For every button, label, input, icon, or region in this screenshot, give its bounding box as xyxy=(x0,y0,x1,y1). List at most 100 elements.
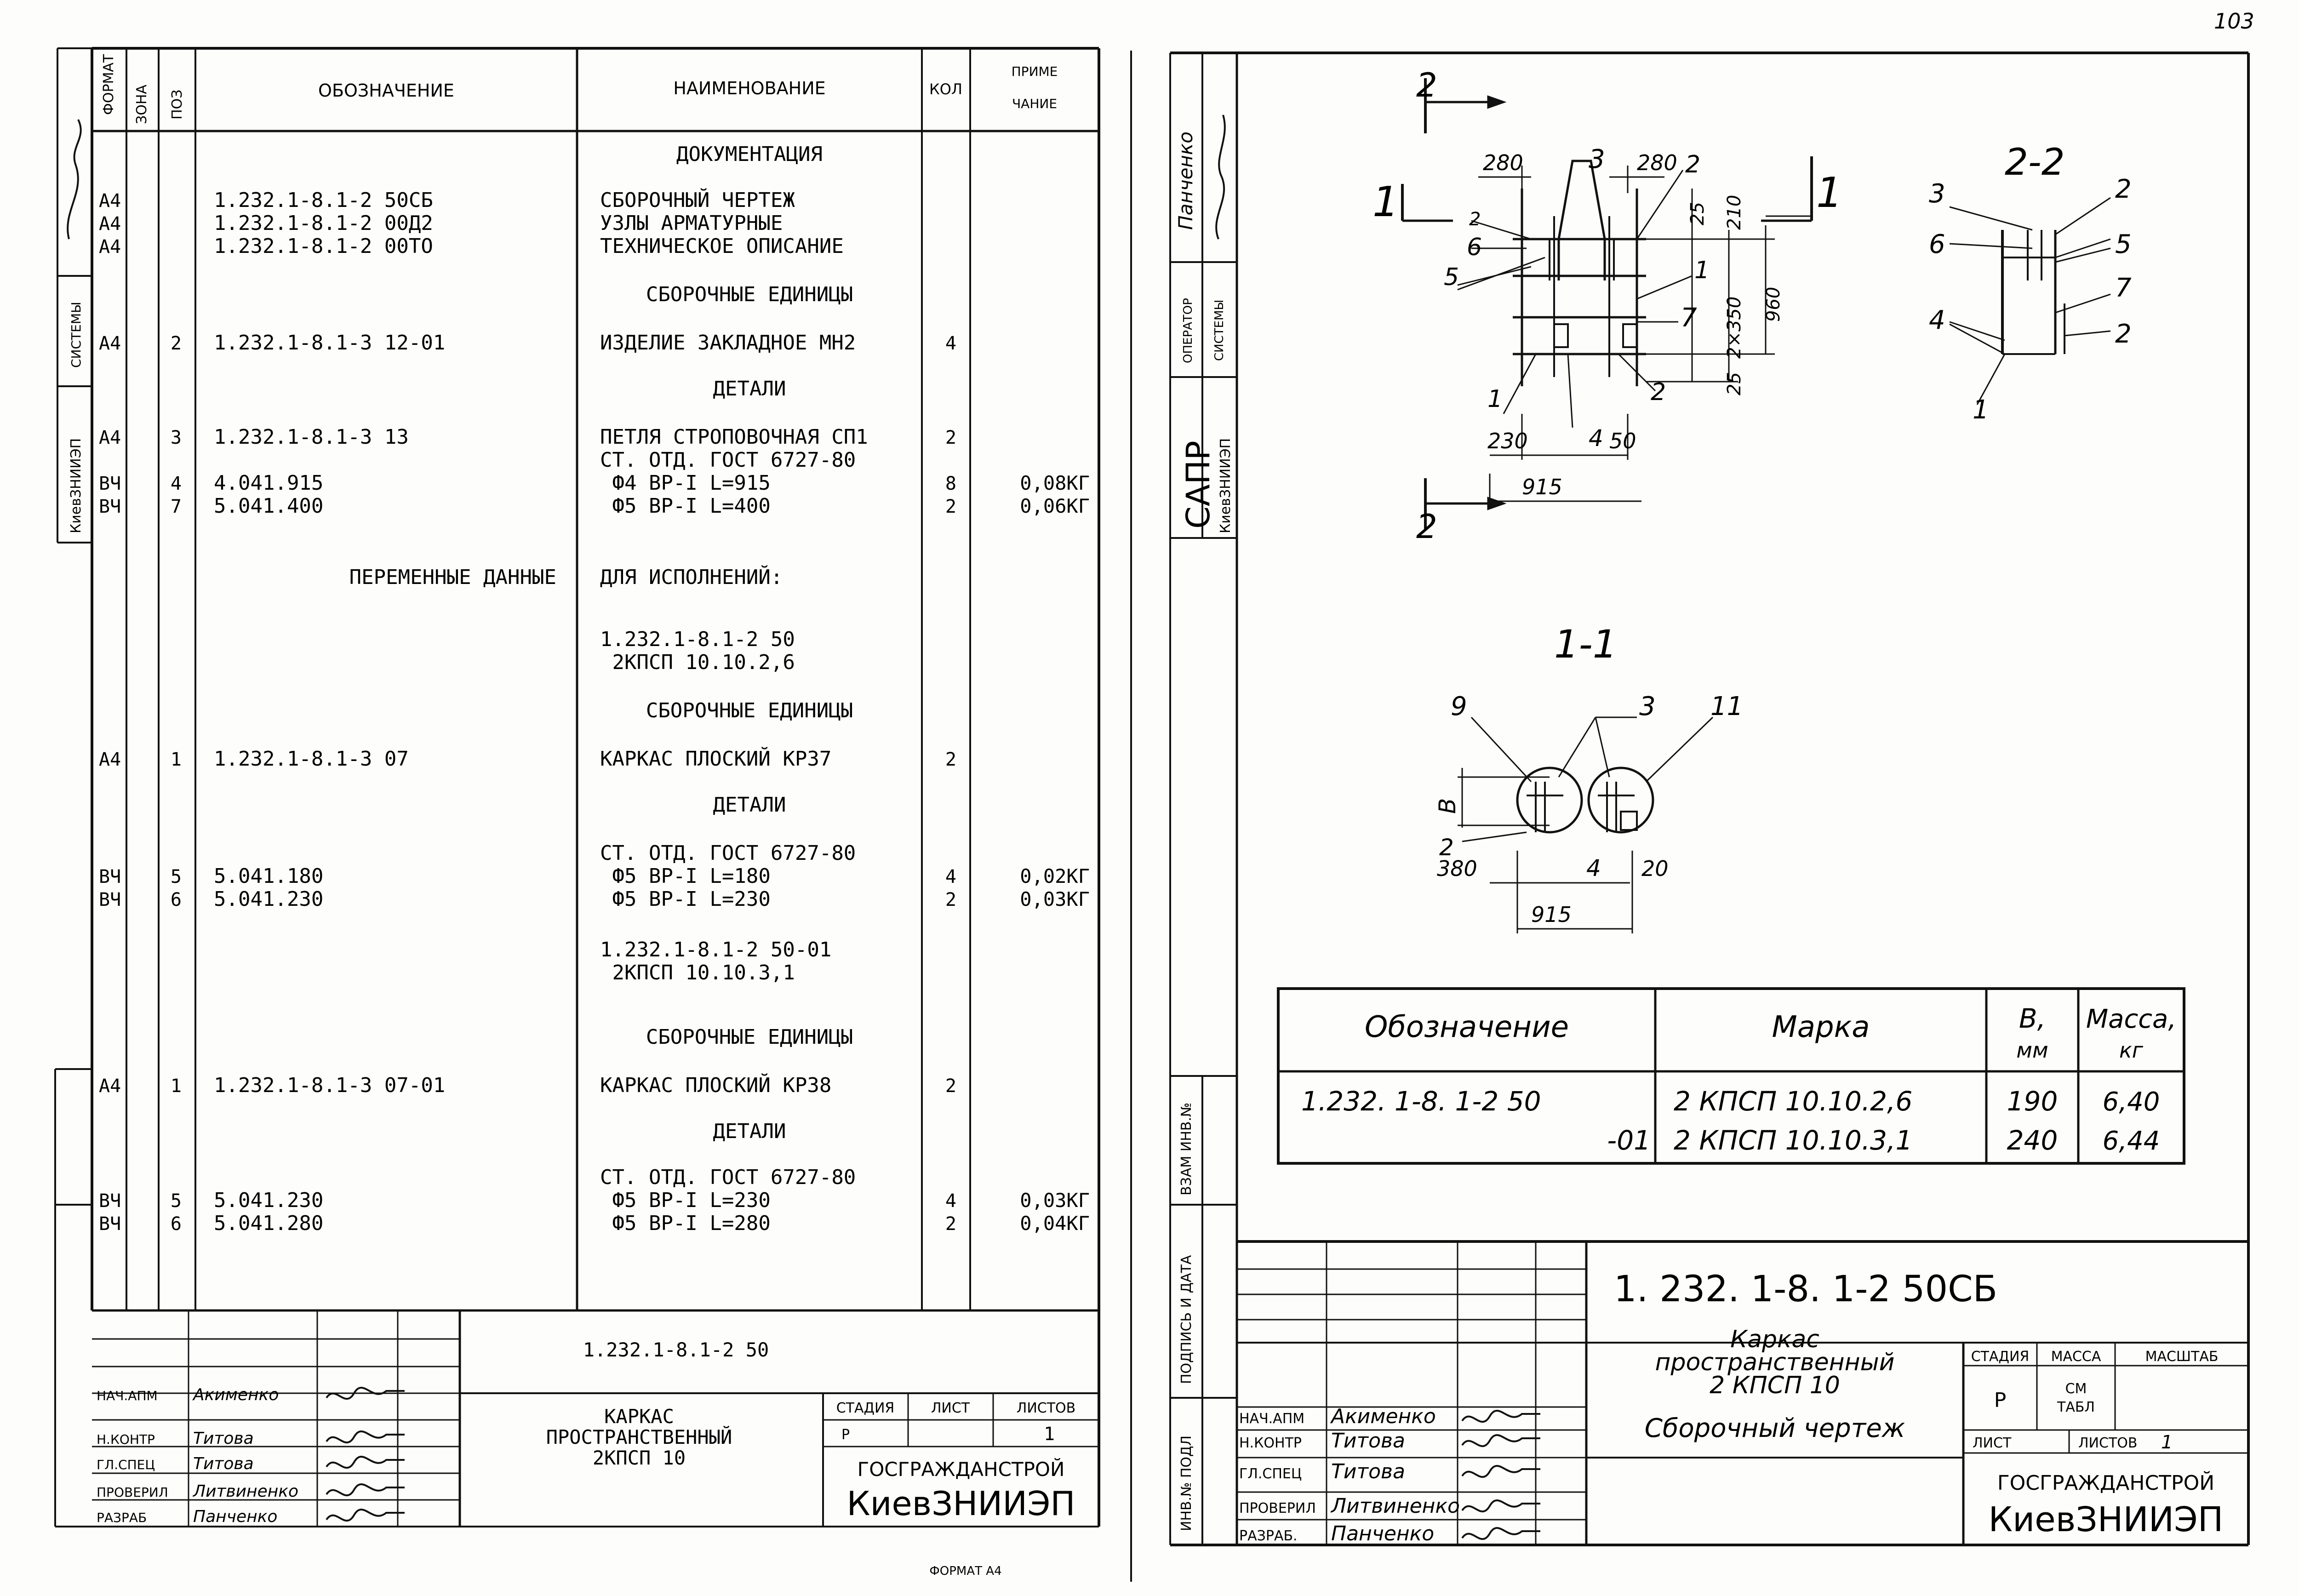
signature-scribble xyxy=(326,1483,405,1497)
leader-2-main-top: 2 xyxy=(1685,151,1700,178)
leader-6-s22: 6 xyxy=(1929,229,1945,259)
left-title-block: 1.232.1-8.1-2 50 КАРКАС ПРОСТРАНСТВЕННЫЙ… xyxy=(92,1309,1099,1578)
dim-B: В xyxy=(1434,798,1461,814)
leader-1-s22: 1 xyxy=(1973,395,1989,425)
format-label: ФОРМАТ А4 xyxy=(929,1564,1001,1578)
spec-row-designation: 1.232.1-8.1-2 00Д2 xyxy=(214,212,433,235)
spec-row-note: 0,02КГ xyxy=(1020,865,1090,887)
spec-section-heading: ДОКУМЕНТАЦИЯ xyxy=(676,143,823,166)
signature-scribble xyxy=(326,1455,405,1469)
side-operator: ОПЕРАТОР xyxy=(1181,298,1195,363)
main-view-labels: 2 2 1 1 280 280 3 2 2 6 5 1 7 1 2 25 210… xyxy=(1373,66,1842,546)
variants-row2-b: 240 xyxy=(2007,1125,2058,1156)
spec-section-heading: ДЕТАЛИ xyxy=(713,377,786,400)
dim-280-right: 280 xyxy=(1637,150,1677,175)
spec-row-qty: 2 xyxy=(945,1075,956,1097)
leader-3-main: 3 xyxy=(1589,144,1605,174)
spec-row-name: СТ. ОТД. ГОСТ 6727-80 xyxy=(600,841,856,865)
signature-scribble xyxy=(1461,1527,1540,1540)
variants-row1-mass: 6,40 xyxy=(2103,1087,2160,1117)
spec-row-name: СТ. ОТД. ГОСТ 6727-80 xyxy=(600,1166,856,1189)
spec-row-format: А4 xyxy=(99,190,121,212)
spec-section-heading: ДЕТАЛИ xyxy=(713,1120,786,1143)
signature-name: Панченко xyxy=(1331,1522,1434,1545)
signature-name: Титова xyxy=(193,1454,254,1473)
side-inv2: ИНВ.№ ПОДЛ xyxy=(1178,1436,1195,1531)
leader-2-s11: 2 xyxy=(1439,834,1454,861)
signature-scribble xyxy=(326,1430,405,1444)
right-title-block: 1. 232. 1-8. 1-2 50СБ Каркас пространств… xyxy=(1237,1240,2248,1545)
spec-row-name: ДЛЯ ИСПОЛНЕНИЙ: xyxy=(600,565,783,589)
spec-row-designation: 1.232.1-8.1-3 07 xyxy=(214,747,409,771)
spec-row-name: КАРКАС ПЛОСКИЙ КР38 xyxy=(600,1073,831,1097)
signature-name: Титова xyxy=(193,1429,254,1448)
variants-header-code: Обозначение xyxy=(1365,1010,1569,1044)
col-qty-header: КОЛ xyxy=(929,80,962,98)
section-2-2-title: 2-2 xyxy=(2005,141,2065,183)
variants-header-kg: кг xyxy=(2119,1038,2144,1063)
spec-row-format: А4 xyxy=(99,427,121,448)
leader-4-s22: 4 xyxy=(1929,305,1945,335)
spec-section-heading: ДЕТАЛИ xyxy=(713,793,786,817)
leader-6-main: 6 xyxy=(1467,234,1482,261)
page-number: 103 xyxy=(2214,9,2254,34)
spec-row-name: СТ. ОТД. ГОСТ 6727-80 xyxy=(600,448,856,472)
leader-1-main-low: 1 xyxy=(1487,385,1503,413)
title-block-stage-header: СТАДИЯ xyxy=(836,1400,895,1416)
side-sapr: САПР xyxy=(1179,440,1217,529)
spec-row-pos: 1 xyxy=(171,749,182,770)
col-zone-header: ЗОНА xyxy=(134,85,150,124)
section-2-2-view xyxy=(1949,197,2111,405)
title-block-org-1: ГОСГРАЖДАНСТРОЙ xyxy=(858,1458,1065,1481)
variants-row2-mass: 6,44 xyxy=(2103,1126,2160,1156)
title-right-4: Сборочный чертеж xyxy=(1645,1413,1905,1443)
variants-header-b: В, xyxy=(2019,1003,2046,1034)
spec-row-qty: 2 xyxy=(945,1213,956,1235)
spec-row-name: ТЕХНИЧЕСКОЕ ОПИСАНИЕ xyxy=(600,235,844,258)
title-block-sheet-header: ЛИСТ xyxy=(931,1400,970,1416)
leader-2-s22-top: 2 xyxy=(2115,174,2132,204)
spec-row-name: ПЕТЛЯ СТРОПОВОЧНАЯ СП1 xyxy=(600,425,868,449)
side-label-system: СИСТЕМЫ xyxy=(69,302,84,368)
signature-role: ПРОВЕРИЛ xyxy=(97,1485,168,1500)
spec-row-format: ВЧ xyxy=(99,473,121,494)
spec-row-name: Ф5 ВР-I L=230 xyxy=(600,887,771,911)
section-1-1-labels: 1-1 9 3 11 В 2 380 4 20 915 xyxy=(1434,622,1743,927)
spec-row-note: 0,03КГ xyxy=(1020,888,1090,910)
spec-row-format: ВЧ xyxy=(99,889,121,910)
title-right-sheets: 1 xyxy=(2161,1432,2173,1453)
leader-5-s22: 5 xyxy=(2115,229,2132,259)
variants-header-mass: Масса, xyxy=(2086,1004,2176,1034)
leader-2-small: 2 xyxy=(1469,209,1481,230)
dim-2x350: 2×350 xyxy=(1724,297,1745,359)
spec-row-qty: 2 xyxy=(945,496,956,517)
spec-row-qty: 2 xyxy=(945,889,956,910)
title-block-code-right: 1. 232. 1-8. 1-2 50СБ xyxy=(1614,1269,1997,1310)
side-signature xyxy=(67,119,82,240)
spec-row-designation: 5.041.230 xyxy=(214,887,323,911)
title-block-title-1: КАРКАС xyxy=(604,1405,674,1428)
spec-row-pos: 2 xyxy=(171,333,182,354)
spec-row-pos: 6 xyxy=(171,889,182,910)
col-designation-header: ОБОЗНАЧЕНИЕ xyxy=(318,80,454,101)
dim-915-main: 915 xyxy=(1522,475,1562,499)
spec-row-designation: 1.232.1-8.1-2 50СБ xyxy=(214,189,433,212)
title-right-org2: КиевЗНИИЭП xyxy=(1989,1500,2224,1539)
spec-row-designation: 1.232.1-8.1-3 07-01 xyxy=(214,1074,445,1097)
signature-name: Панченко xyxy=(193,1507,277,1526)
spec-row-note: 0,08КГ xyxy=(1020,472,1090,494)
cut-1-label-right: 1 xyxy=(1816,169,1842,217)
spec-row-format: ВЧ xyxy=(99,1213,121,1235)
side-name: Панченко xyxy=(1174,132,1197,230)
col-note-header-2: ЧАНИЕ xyxy=(1012,96,1057,111)
spec-row-name: Ф5 ВР-I L=400 xyxy=(600,494,771,518)
spec-row-pos: 5 xyxy=(171,866,182,887)
spec-variable-data-label: ПЕРЕМЕННЫЕ ДАННЫЕ xyxy=(349,566,556,589)
spec-row-designation: 1.232.1-8.1-3 13 xyxy=(214,425,409,449)
cut-1-label-left: 1 xyxy=(1373,178,1399,226)
side-signature-right xyxy=(1215,114,1226,240)
variants-row2-mark: 2 КПСП 10.10.3,1 xyxy=(1674,1125,1912,1156)
signature-name: Титова xyxy=(1331,1429,1405,1453)
